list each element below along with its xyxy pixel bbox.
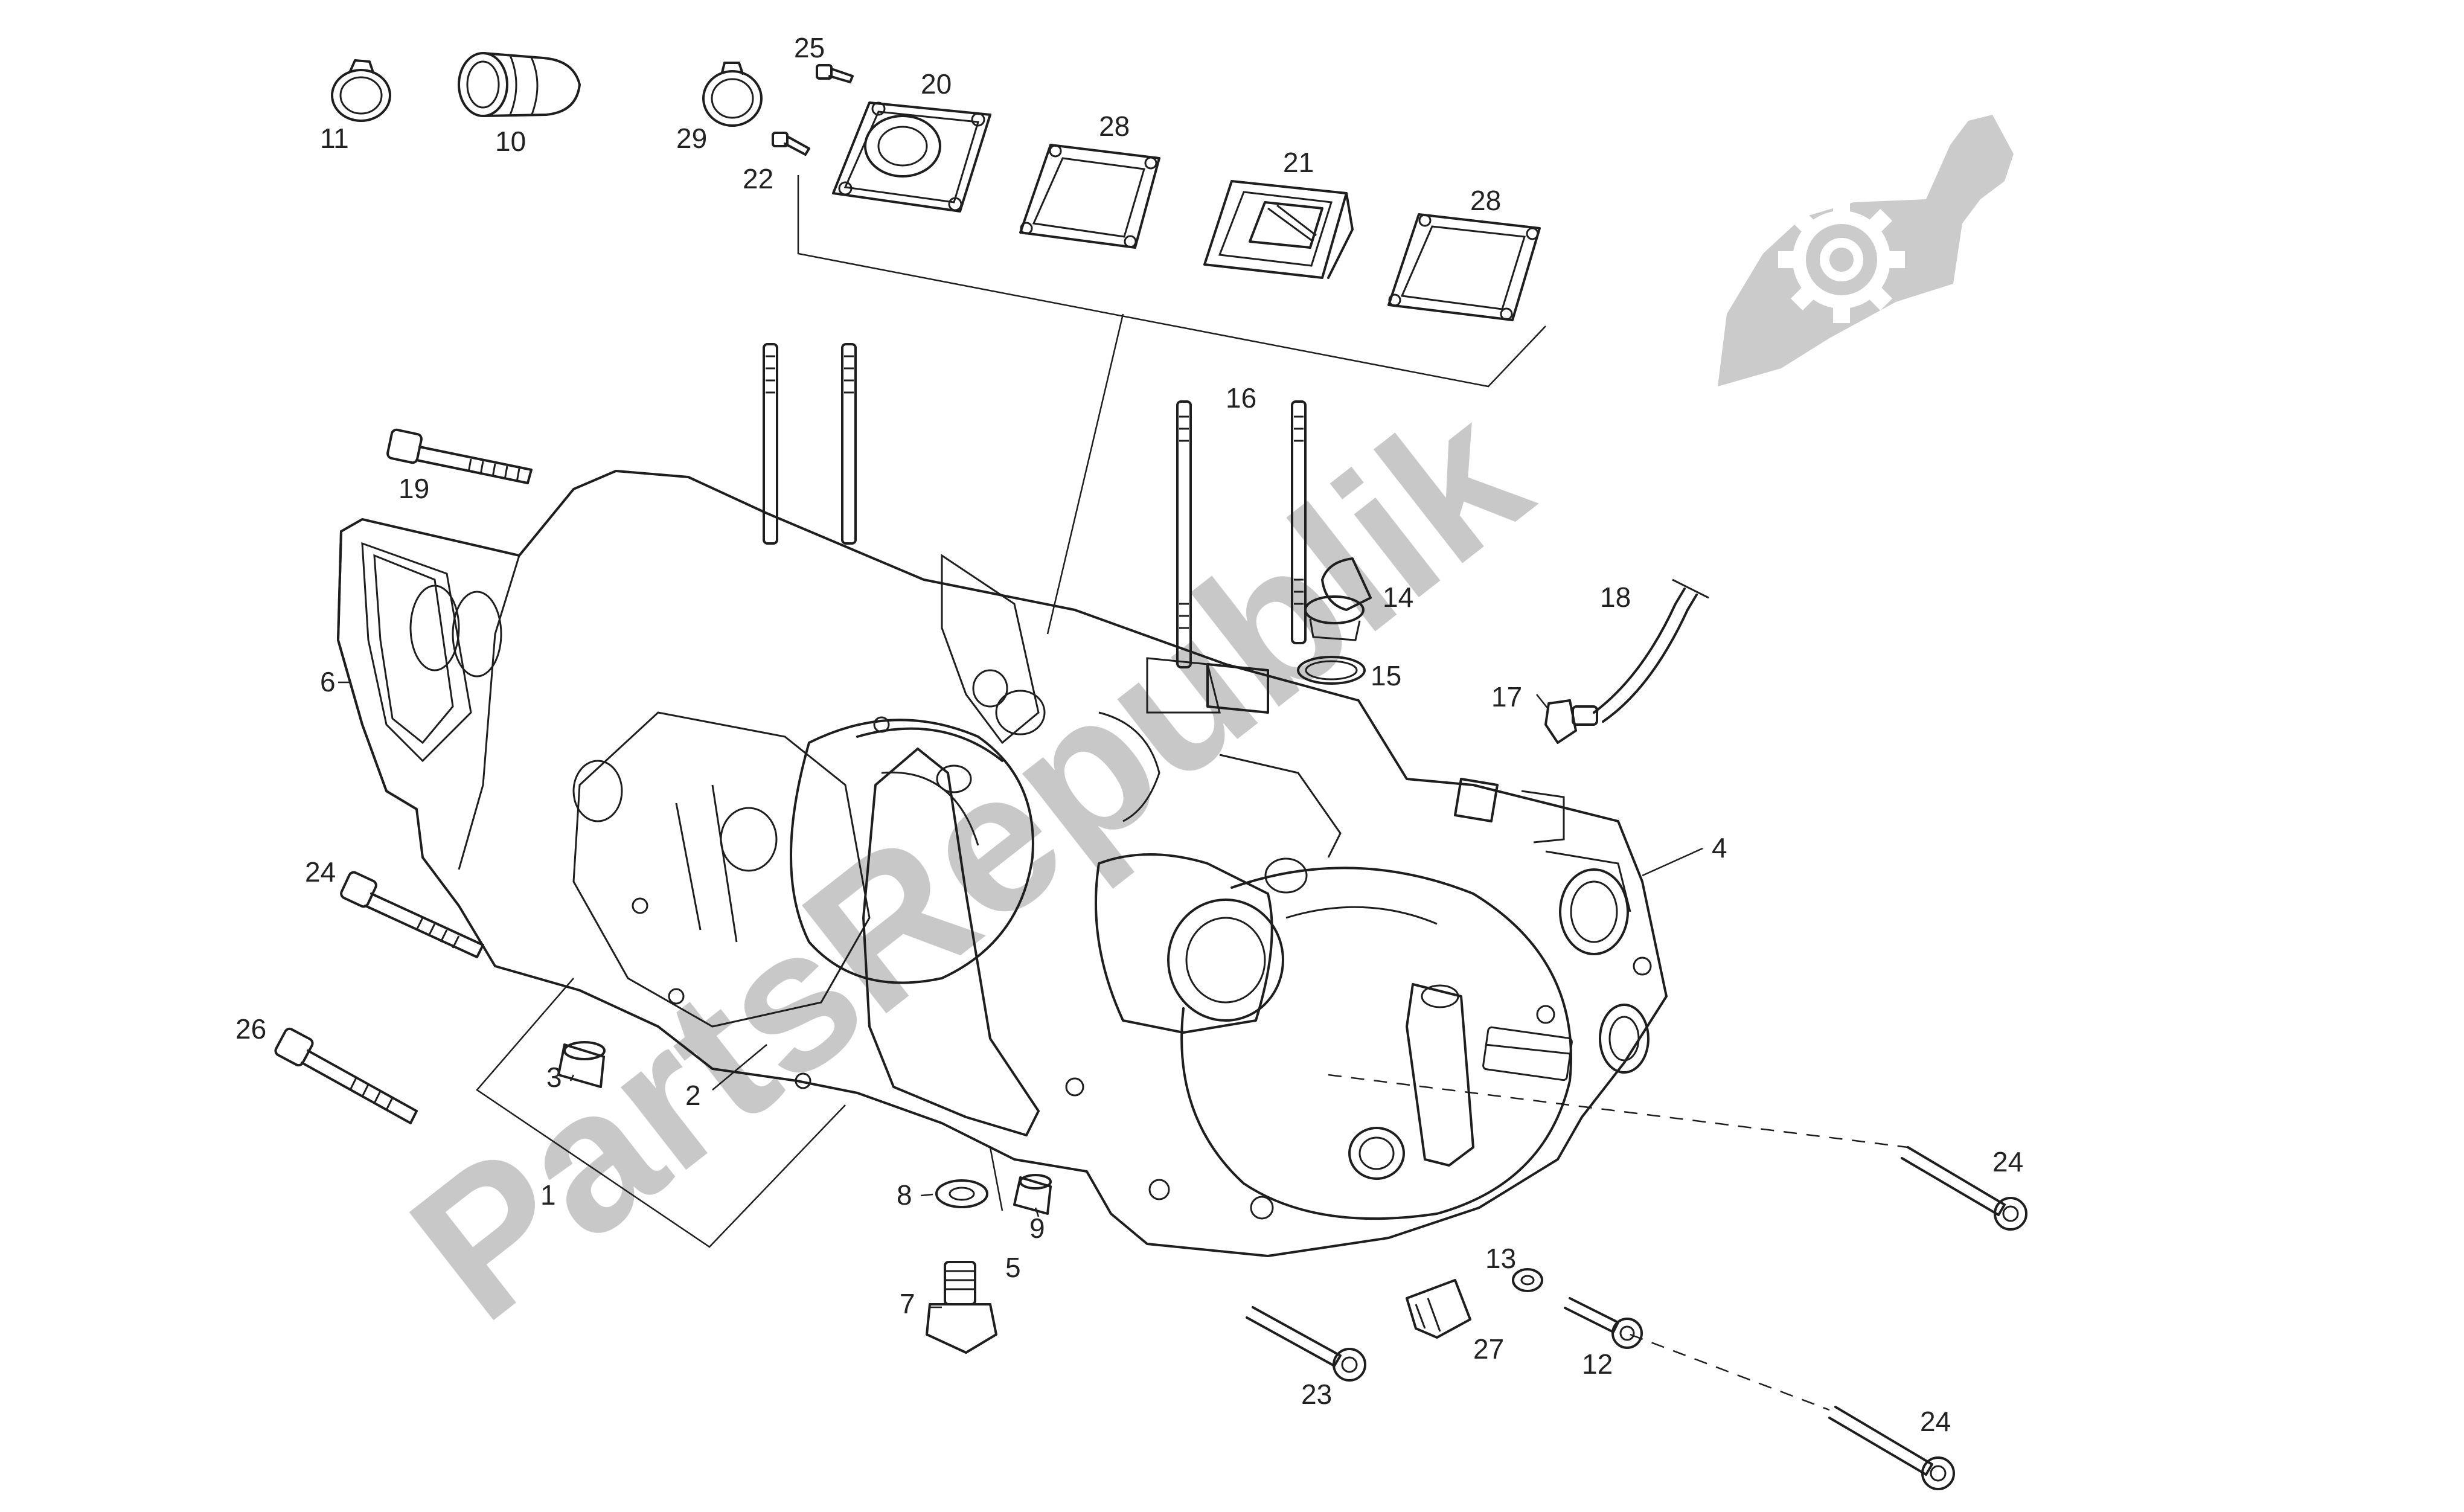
leader-1-bracket: [476, 978, 846, 1248]
callout-10: 10: [495, 126, 526, 157]
part-10-intake-hose: [458, 52, 581, 117]
callout-22: 22: [743, 163, 773, 194]
callout-11: 11: [320, 123, 349, 154]
bracket-intake-group: [797, 175, 1546, 388]
leader-intake-to-case: [1046, 313, 1124, 635]
watermark-flag-logo: [1718, 115, 2014, 386]
leader-17: [1536, 694, 1549, 710]
callout-2: 2: [685, 1080, 701, 1111]
leader-9: [1034, 1207, 1040, 1217]
callout-23: 23: [1301, 1379, 1332, 1410]
callout-13: 13: [1485, 1243, 1516, 1274]
part-crankcase-assembly: [337, 470, 1668, 1257]
leader-3: [569, 1074, 575, 1081]
part-24-bolt-right-lower: [1828, 1406, 1955, 1490]
part-studs-left: [763, 343, 857, 545]
part-24-bolt-left: [340, 871, 484, 958]
callout-17: 17: [1491, 681, 1522, 713]
callout-labels: 11 10 29 25 20 22 28 21 28 16 19 14 18 1…: [235, 32, 2023, 1437]
axis-line-upper: [1328, 1074, 1909, 1148]
part-21-reed-valve: [1203, 180, 1354, 279]
callout-28-left: 28: [1099, 111, 1130, 142]
callout-5: 5: [1005, 1252, 1021, 1283]
callout-26: 26: [235, 1013, 266, 1045]
part-26-bolt: [274, 1027, 418, 1124]
callout-1: 1: [540, 1179, 556, 1211]
watermark-text: PartsRepublik: [372, 360, 1567, 1363]
part-28-gasket: [1019, 144, 1160, 249]
part-20-reed-cover: [832, 101, 991, 213]
callout-27: 27: [1473, 1333, 1504, 1365]
part-7-drain-plug: [926, 1261, 997, 1354]
part-13-washer: [1512, 1268, 1543, 1292]
leader-2: [712, 1044, 767, 1091]
part-25-screw: [816, 64, 854, 83]
callout-29: 29: [676, 123, 707, 154]
part-28-gasket-2: [1387, 213, 1541, 321]
callout-24-left: 24: [305, 856, 336, 888]
leader-8: [920, 1193, 933, 1197]
callout-24-right-upper: 24: [1992, 1146, 2023, 1177]
callout-19: 19: [398, 473, 429, 504]
part-3-dowel: [557, 1041, 606, 1088]
leader-5: [989, 1147, 1003, 1211]
gear-icon: [1778, 196, 1905, 323]
callout-7: 7: [900, 1288, 915, 1319]
part-23-bolt: [1246, 1306, 1366, 1382]
part-14-oil-cap: [1304, 557, 1372, 641]
part-12-screw: [1564, 1297, 1643, 1349]
callout-8: 8: [897, 1179, 912, 1211]
watermark: PartsRepublik: [372, 115, 2014, 1363]
callout-20: 20: [921, 68, 952, 100]
leader-lines: [338, 681, 1909, 1411]
part-18-hose: [1593, 578, 1709, 723]
part-19-bolt: [386, 428, 533, 484]
callout-4: 4: [1712, 832, 1727, 863]
callout-15: 15: [1371, 660, 1401, 691]
callout-3: 3: [546, 1062, 562, 1093]
callout-16: 16: [1226, 382, 1256, 414]
part-22-screw: [772, 132, 810, 156]
part-27-plug: [1406, 1279, 1471, 1339]
callout-12: 12: [1582, 1348, 1613, 1380]
part-15-o-ring: [1297, 656, 1366, 685]
part-16-studs: [1176, 400, 1307, 668]
callout-28-right: 28: [1470, 185, 1501, 216]
part-11-clamp: [331, 59, 391, 122]
callout-21: 21: [1283, 147, 1314, 178]
callout-18: 18: [1600, 581, 1631, 613]
callout-9: 9: [1029, 1212, 1045, 1244]
callout-14: 14: [1383, 581, 1413, 613]
part-8-washer: [935, 1179, 988, 1208]
part-24-bolt-right-upper: [1901, 1146, 2027, 1231]
callout-25: 25: [794, 32, 825, 63]
leader-4: [1642, 847, 1703, 877]
part-29-clamp: [702, 62, 763, 127]
part-9-dowel: [1013, 1174, 1052, 1215]
part-17-elbow: [1544, 699, 1598, 744]
callout-6: 6: [320, 666, 336, 697]
callout-24-right-lower: 24: [1920, 1406, 1951, 1437]
axis-line-lower: [1630, 1333, 1830, 1411]
